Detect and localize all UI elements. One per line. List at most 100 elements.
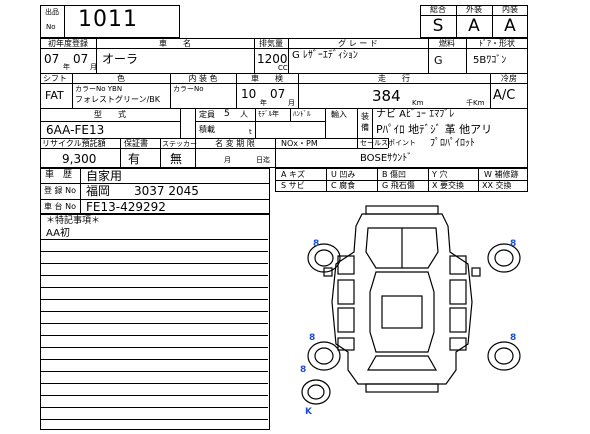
tire-mark-spare: 8 [300, 365, 307, 375]
import-label: 輸入 [331, 110, 347, 119]
deadline-month-unit: 月 [224, 156, 231, 164]
right-mirror [471, 267, 481, 277]
right-fender [449, 255, 467, 275]
capacity-unit: 人 [240, 110, 248, 119]
left-rear-door [337, 307, 355, 333]
spare-tire-icon [301, 379, 331, 405]
remarks-lines [40, 228, 268, 428]
chassis-value: FE13-429292 [86, 200, 166, 214]
front-right-tire-icon [487, 243, 521, 273]
shift-value: FAT [45, 89, 64, 102]
color-name: フォレストグリーン/BK [75, 95, 161, 104]
tire-mark-rear-right: 8 [510, 333, 517, 343]
inspection-year-unit: 年 [260, 99, 267, 107]
exterior-grade: A [468, 16, 480, 36]
equipment-label-2: 備 [361, 123, 369, 132]
legend-xx: XX 交換 [482, 181, 512, 190]
thousand-km-unit: 千Km [466, 99, 485, 107]
sales-point-2: BOSEｻｳﾝﾄﾞ [360, 153, 413, 164]
right-rear-door [449, 307, 467, 333]
lot-label-bottom: No [46, 23, 56, 31]
car-name-label: 車 名 [159, 39, 191, 48]
color-label: 色 [117, 74, 125, 83]
reg-no-label: 登 録 No [44, 186, 76, 195]
right-quarter [449, 337, 467, 351]
vehicle-info-grid [40, 38, 528, 168]
capacity-value: 5 [224, 109, 230, 119]
tire-mark-front-right: 8 [510, 239, 517, 249]
lot-label-top: 出品 [45, 8, 59, 16]
legend-u: U 凹み [331, 170, 356, 179]
car-damage-diagram [301, 205, 521, 405]
model-code: 6AA-FE13 [46, 123, 105, 137]
km-unit: Km [412, 99, 424, 107]
front-bumper [365, 205, 439, 215]
door-shape-label: ﾄﾞｱ・形状 [479, 39, 515, 48]
roof-panel [381, 295, 423, 329]
remarks-line-1: AA初 [46, 228, 70, 239]
remarks-label: ＊特記事項＊ [46, 216, 101, 226]
trunk-outline [366, 355, 438, 371]
legend-b: B 傷凹 [382, 170, 407, 179]
history-label: 車 歴 [45, 170, 73, 180]
ac-label: 冷房 [501, 74, 517, 83]
inspection-year: 10 [241, 87, 257, 101]
interior-color-code: カラーNo [173, 85, 204, 93]
legend-g: G 飛石傷 [382, 181, 415, 190]
legend-w: W 補修跡 [484, 170, 519, 179]
left-quarter [337, 337, 355, 351]
handle-label: ﾊﾝﾄﾞﾙ [293, 110, 311, 118]
warranty-value: 有 [128, 152, 141, 166]
warranty-label: 保証書 [124, 139, 148, 148]
equipment-line-2: Pﾊﾟｲﾛ 地ﾃﾞｼﾞ 革 他アリ [376, 123, 493, 136]
left-front-door [337, 279, 355, 305]
first-reg-label: 初年度登録 [48, 39, 88, 48]
front-left-tire-icon [307, 243, 341, 273]
chassis-label: 車 台 No [44, 202, 76, 211]
mileage-value: 384 [372, 87, 401, 105]
hood-outline [365, 227, 439, 269]
sticker-value: 無 [170, 152, 183, 166]
interior-grade-label: 内装 [502, 5, 518, 14]
cabin-outline [369, 271, 435, 353]
nox-pm-label: NOx・PM [281, 139, 318, 148]
interior-color-label: 内 装 色 [188, 74, 218, 83]
legend-s: S サビ [281, 181, 305, 190]
right-front-door [449, 279, 467, 305]
rear-right-tire-icon [487, 341, 521, 371]
tire-mark-rear-left: 8 [309, 333, 316, 343]
load-label: 積載 [199, 125, 215, 134]
rear-left-tire-icon [307, 341, 341, 371]
inspection-label: 車 検 [251, 74, 283, 83]
fuel-value: G [434, 54, 443, 67]
interior-grade: A [504, 16, 516, 36]
sales-point-label: セールスポイント [360, 139, 416, 147]
exterior-grade-label: 外装 [466, 5, 482, 14]
overall-grade-label: 総合 [430, 5, 446, 14]
load-unit: t [249, 128, 252, 136]
equipment-label-1: 装 [361, 112, 369, 121]
reg-no-value: 福岡 3037 2045 [86, 184, 199, 198]
sales-point-1: ﾌﾟﾛﾊﾟｲﾛｯﾄ [430, 138, 475, 149]
name-change-label: 名 変 期 限 [215, 139, 255, 148]
k-mark: K [305, 407, 312, 417]
ac-value: A/C [493, 88, 516, 103]
capacity-label: 定員 [199, 110, 215, 119]
color-code: カラーNo YBN [75, 85, 123, 93]
first-reg-year: 07 [44, 52, 60, 66]
car-body-outline [331, 213, 473, 385]
legend-c: C 腐食 [331, 181, 356, 190]
overall-grade: S [432, 16, 444, 36]
legend-x: X 要交換 [432, 181, 465, 190]
cc-unit: CC [278, 64, 288, 72]
shift-label: シフト [43, 74, 67, 83]
displacement-label: 排気量 [259, 39, 283, 48]
model-year-label: ﾓﾃﾞﾙ年 [258, 110, 279, 118]
history-box [40, 168, 270, 214]
month-unit: 月 [90, 63, 97, 71]
inspection-month: 07 [270, 87, 286, 101]
rear-bumper [365, 383, 439, 393]
sticker-label: ステッカー [162, 140, 197, 148]
inspection-month-unit: 月 [288, 99, 295, 107]
displacement: 1200 [257, 52, 288, 66]
